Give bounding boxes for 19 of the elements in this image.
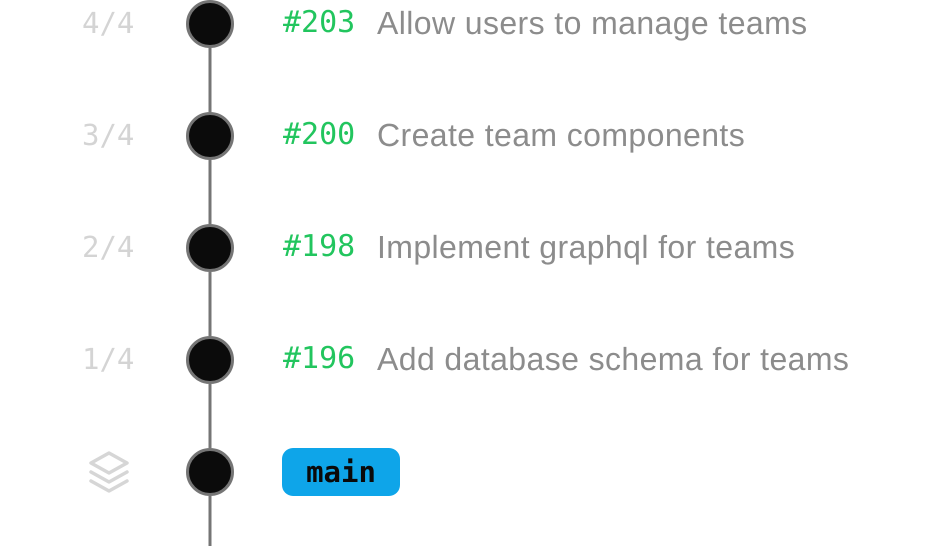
commit-dot [186, 336, 234, 384]
commit-dot [186, 224, 234, 272]
pull-request-number: #200 [283, 120, 356, 150]
branch-line [208, 48, 212, 112]
commit-title: Create team components [377, 119, 746, 151]
pull-request-number: #196 [283, 344, 356, 374]
commit-dot [186, 112, 234, 160]
branch-badge: main [282, 448, 400, 496]
pull-request-number: #203 [283, 8, 356, 38]
pull-request-number: #198 [283, 232, 356, 262]
branch-line [208, 496, 212, 546]
branch-line [208, 384, 212, 448]
commit-title: Implement graphql for teams [377, 231, 796, 263]
commit-title: Add database schema for teams [377, 343, 850, 375]
commit-dot [186, 448, 234, 496]
commit-dot [186, 0, 234, 48]
branch-line [208, 160, 212, 224]
commit-title: Allow users to manage teams [377, 7, 808, 39]
branch-line [208, 272, 212, 336]
